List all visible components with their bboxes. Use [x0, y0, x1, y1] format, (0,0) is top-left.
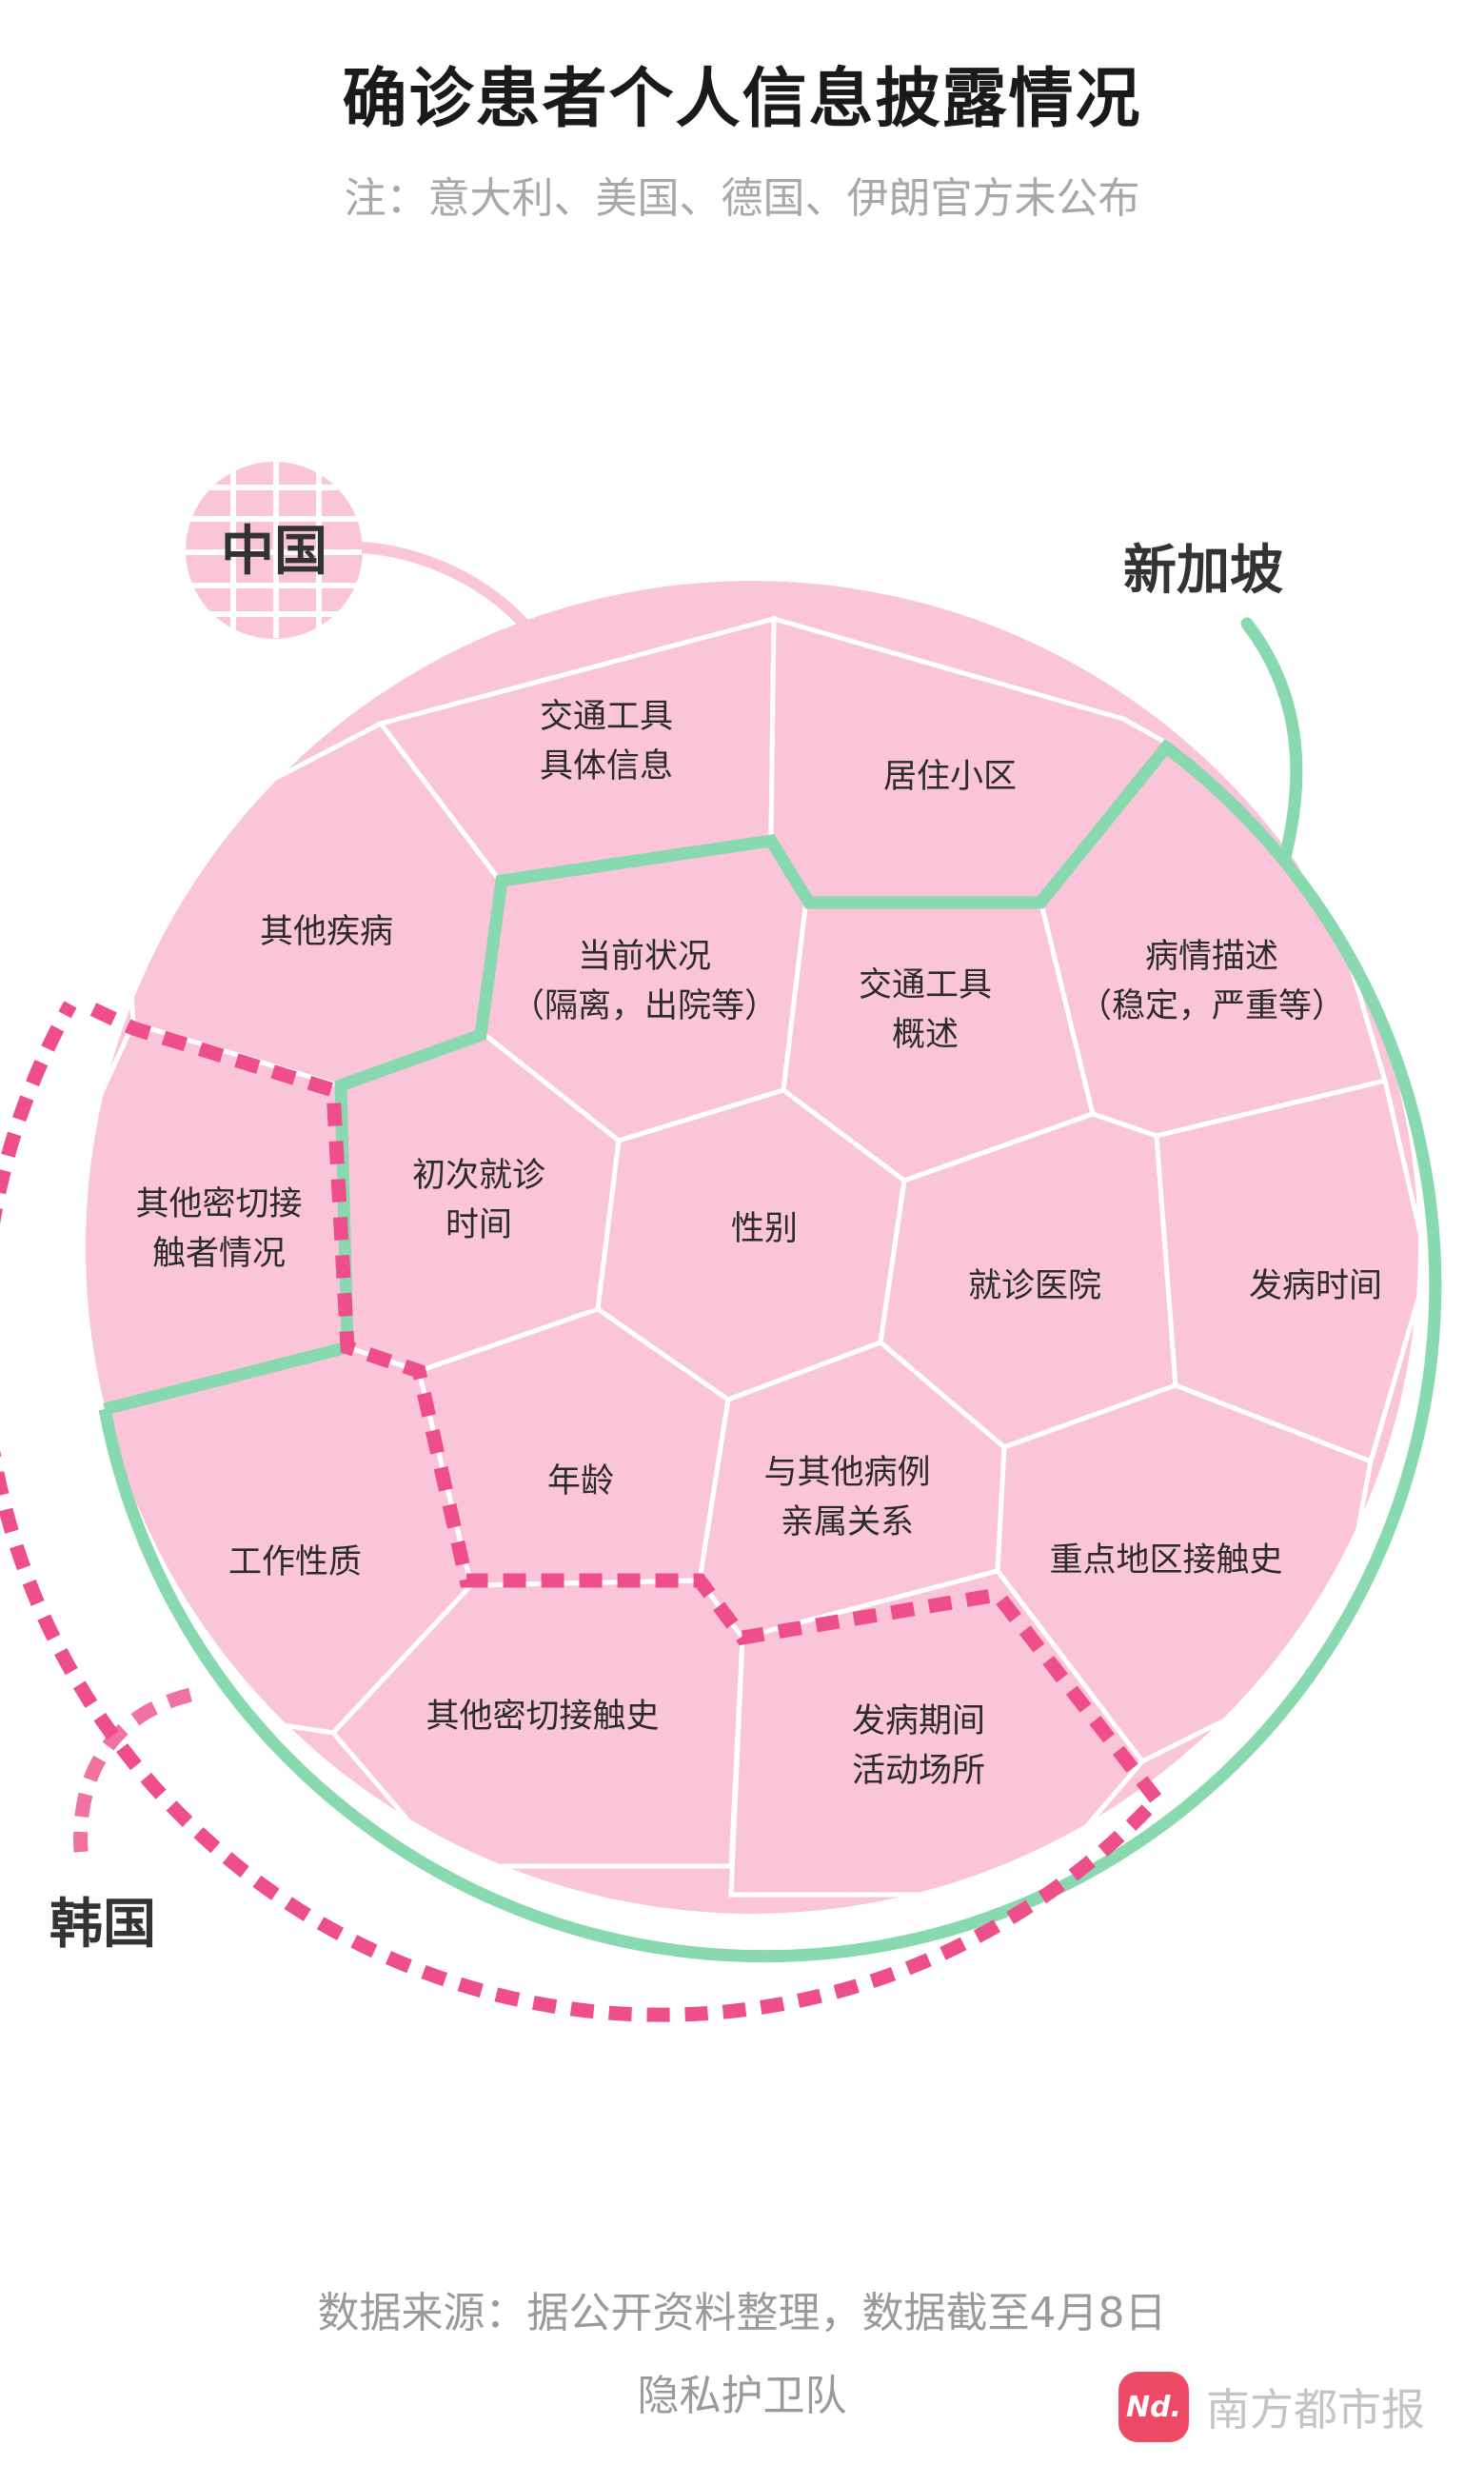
brand-name: 南方都市报 — [1206, 2384, 1425, 2435]
cell-label-dangqian-line2: （隔离，出院等） — [511, 987, 778, 1025]
singapore-boundary — [98, 739, 1442, 1963]
china-group — [186, 462, 548, 653]
cell-label-fabing-shijian-line1: 发病时间 — [1249, 1267, 1382, 1305]
cell-label-jiaotong-detail-line1: 交通工具 — [540, 698, 673, 736]
cell-label-jiuzhen-yiyuan-line1: 就诊医院 — [968, 1267, 1101, 1305]
cell-label-xingbie-line1: 性别 — [731, 1210, 798, 1248]
country-label-singapore: 新加坡 — [1123, 540, 1283, 602]
china-cell-lines — [186, 462, 362, 638]
cell-label-huodong-line1: 发病期间 — [852, 1702, 985, 1740]
cell-label-huodong-line2: 活动场所 — [852, 1752, 985, 1790]
cell-label-qita-mijie-qingkuang-line2: 触者情况 — [152, 1235, 286, 1273]
cell-label-qita-mijie-qingkuang-line1: 其他密切接 — [135, 1185, 302, 1223]
cell-label-jiaotong-overview-line1: 交通工具 — [859, 966, 992, 1004]
cell-label-juzhu-line1: 居住小区 — [883, 758, 1017, 796]
cell-label-chuci-line1: 初次就诊 — [412, 1157, 545, 1195]
data-source: 数据来源：据公开资料整理，数据截至4月8日 — [317, 2289, 1167, 2337]
country-label-china: 中国 — [221, 521, 327, 583]
country-boundaries — [0, 617, 1442, 2022]
cell-label-qinshu-line2: 亲属关系 — [781, 1503, 914, 1541]
page-subtitle: 注：意大利、美国、德国、伊朗官方未公布 — [344, 174, 1140, 223]
cell-label-bingqing-line1: 病情描述 — [1145, 938, 1278, 976]
cell-label-qita-jibing-line1: 其他疾病 — [260, 913, 393, 951]
cell-label-bingqing-line2: （稳定，严重等） — [1078, 987, 1345, 1025]
cell-label-dangqian-line1: 当前状况 — [578, 938, 711, 976]
cell-fabing-shijian — [1154, 1077, 1418, 1465]
cell-label-gongzuo-line1: 工作性质 — [228, 1543, 362, 1581]
cell-label-chuci-line2: 时间 — [445, 1206, 512, 1244]
brand-logo: Nd. — [1118, 2372, 1189, 2442]
brand: Nd. 南方都市报 — [1118, 2359, 1471, 2455]
country-label-korea: 韩国 — [49, 1894, 156, 1956]
team-name: 隐私护卫队 — [637, 2372, 847, 2420]
cell-label-qinshu-line1: 与其他病例 — [763, 1454, 930, 1492]
korea-connector — [73, 1687, 192, 1853]
cell-label-qita-mijie-shi-line1: 其他密切接触史 — [425, 1698, 659, 1736]
cell-label-jiaotong-overview-line2: 概述 — [892, 1016, 959, 1054]
cell-label-zhongdian-line1: 重点地区接触史 — [1049, 1541, 1282, 1580]
cell-label-jiaotong-detail-line2: 具体信息 — [540, 747, 673, 785]
singapore-connector — [1240, 617, 1303, 864]
cell-label-nianling-line1: 年龄 — [547, 1462, 614, 1501]
page-title: 确诊患者个人信息披露情况 — [342, 62, 1142, 137]
cell-labels: 交通工具具体信息居住小区其他疾病当前状况（隔离，出院等）交通工具概述病情描述（稳… — [135, 698, 1382, 1790]
